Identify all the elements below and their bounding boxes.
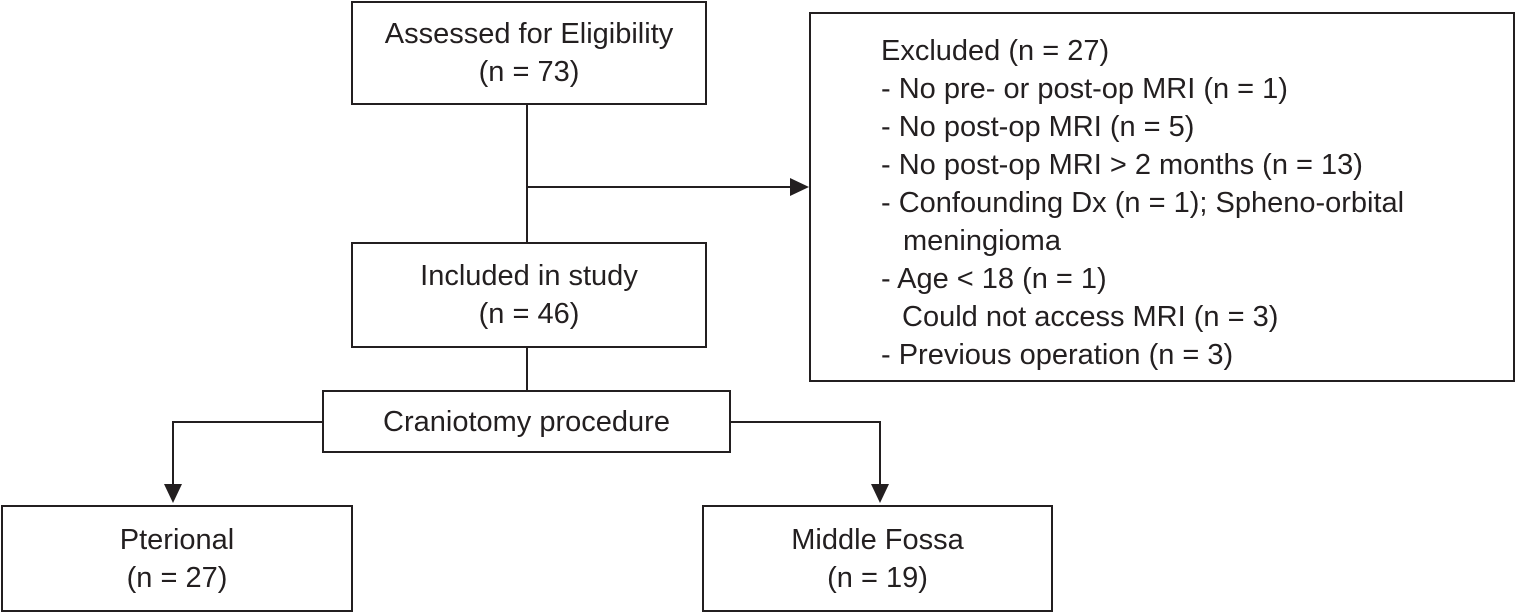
excluded-title: Excluded (n = 27) <box>881 35 1110 67</box>
included-label: Included in study <box>420 260 638 292</box>
excluded-reason-continuation: meningioma <box>903 225 1061 257</box>
included-box: Included in study (n = 46) <box>351 242 707 348</box>
arrowhead-middle-fossa <box>871 484 889 503</box>
excluded-reason: - Confounding Dx (n = 1); Spheno-orbital <box>881 187 1405 219</box>
pterional-box: Pterional (n = 27) <box>1 505 353 612</box>
middle-fossa-label: Middle Fossa <box>791 523 964 556</box>
assessed-box: Assessed for Eligibility (n = 73) <box>351 1 707 105</box>
pterional-count: (n = 27) <box>126 561 228 594</box>
middle-fossa-count: (n = 19) <box>827 561 928 594</box>
included-count: (n = 46) <box>478 298 580 330</box>
assessed-count: (n = 73) <box>478 56 580 88</box>
pterional-label: Pterional <box>119 523 235 556</box>
excluded-reason: - Previous operation (n = 3) <box>881 339 1234 371</box>
connector-procedure-to-middle-fossa <box>731 421 881 488</box>
middle-fossa-box: Middle Fossa (n = 19) <box>702 505 1053 612</box>
excluded-reason: - Age < 18 (n = 1) <box>881 263 1107 295</box>
arrowhead-excluded <box>790 178 809 196</box>
excluded-box: Excluded (n = 27) - No pre- or post-op M… <box>809 12 1515 382</box>
excluded-reason: - No post-op MRI > 2 months (n = 13) <box>881 149 1363 181</box>
excluded-reason-continuation: Could not access MRI (n = 3) <box>902 301 1279 333</box>
assessed-label: Assessed for Eligibility <box>384 18 674 50</box>
procedure-box: Craniotomy procedure <box>322 390 731 453</box>
connector-procedure-to-pterional <box>172 421 322 488</box>
excluded-reason: - No post-op MRI (n = 5) <box>881 111 1195 143</box>
excluded-reason: - No pre- or post-op MRI (n = 1) <box>881 73 1288 105</box>
procedure-label: Craniotomy procedure <box>383 405 670 438</box>
arrowhead-pterional <box>164 484 182 503</box>
